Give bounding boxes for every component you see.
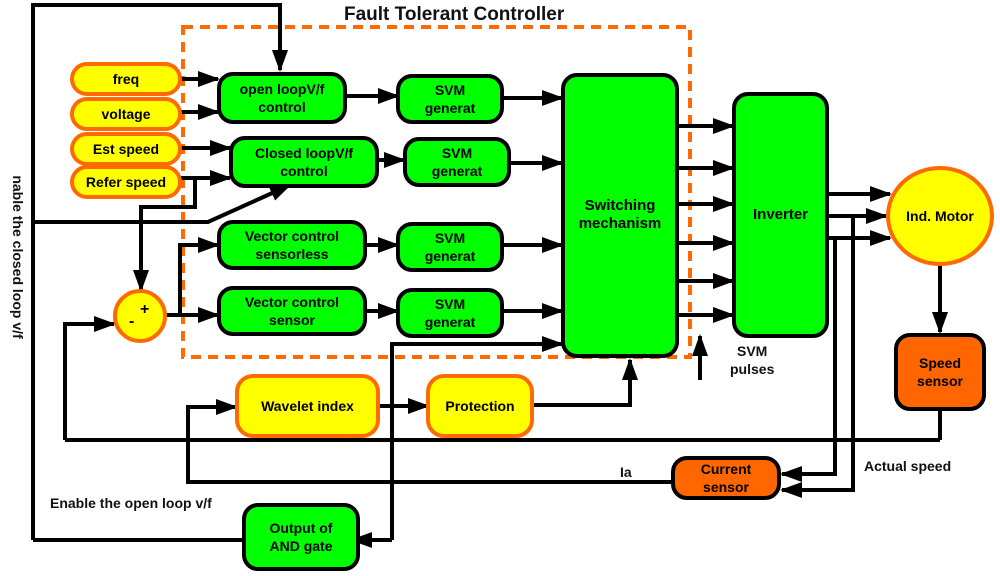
and-gate-output: Output of AND gate xyxy=(242,503,360,571)
vector-control-sensorless: Vector control sensorless xyxy=(217,220,367,270)
ia-label: Ia xyxy=(620,464,632,480)
protection: Protection xyxy=(426,374,534,438)
switching-mechanism: Switching mechanism xyxy=(561,73,679,358)
open-loop-vf-control: open loopV/f control xyxy=(217,72,347,124)
input-est-speed: Est speed xyxy=(70,132,182,166)
svm-generator-1: SVM generat xyxy=(396,74,504,124)
plus-sign: + xyxy=(140,301,150,318)
enable-closed-loop-label: nable the closed loop v/f xyxy=(10,175,26,339)
speed-sensor: Speed sensor xyxy=(894,333,986,411)
vector-control-sensor: Vector control sensor xyxy=(217,286,367,336)
summing-junction: + - xyxy=(113,289,167,343)
actual-speed-label: Actual speed xyxy=(864,458,952,474)
minus-sign: - xyxy=(129,313,135,330)
inverter: Inverter xyxy=(732,92,829,338)
closed-loop-vf-control: Closed loopV/f control xyxy=(229,136,379,188)
diagram-title: Fault Tolerant Controller xyxy=(344,4,565,25)
wavelet-index: Wavelet index xyxy=(235,374,380,438)
wire-enable-open-loop xyxy=(31,3,288,540)
current-sensor: Current sensor xyxy=(671,456,781,500)
svm-pulses-label: SVM pulses xyxy=(730,343,775,377)
fault-tolerant-boundary xyxy=(181,25,692,359)
enable-open-loop-label: Enable the open loop v/f xyxy=(50,495,212,511)
svm-generator-2: SVM generat xyxy=(403,137,511,187)
input-freq: freq xyxy=(70,62,182,96)
svm-generator-4: SVM generat xyxy=(396,288,504,338)
svm-generator-3: SVM generat xyxy=(396,222,504,272)
input-refer-speed: Refer speed xyxy=(70,165,182,199)
input-voltage: voltage xyxy=(70,97,182,131)
induction-motor: Ind. Motor xyxy=(886,166,994,266)
